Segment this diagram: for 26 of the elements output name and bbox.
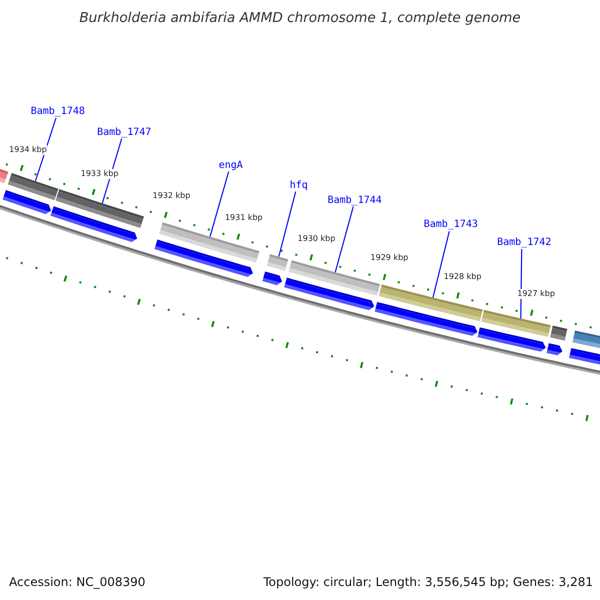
- footer-text: Topology: circular; Length: 3,556,545 bp; Genes: 3,281: [263, 575, 593, 589]
- gene-bar: [8, 173, 58, 200]
- gene-label: Bamb_1742: [497, 237, 552, 249]
- footer-text: Accession: NC_008390: [9, 575, 146, 589]
- gene-bar: [481, 310, 551, 337]
- gene-bar: [159, 222, 260, 263]
- leader-line: [210, 171, 230, 237]
- gene-label: Bamb_1743: [424, 219, 478, 232]
- gene-label: engA: [218, 160, 243, 172]
- scale-label: 1933 kbp: [80, 168, 118, 178]
- gene-bar: [288, 260, 380, 296]
- leader-line: [432, 231, 450, 298]
- gene-label: Bamb_1747: [97, 126, 152, 138]
- gene-bar: [266, 254, 288, 271]
- gene-bar: [56, 189, 144, 228]
- gene-label: Bamb_1744: [328, 194, 382, 206]
- diagram-title: Burkholderia ambifaria AMMD chromosome 1, complete genome: [79, 10, 521, 26]
- scale-label: 1930 kbp: [298, 234, 336, 244]
- scale-label: 1934 kbp: [9, 144, 47, 154]
- scale-label: 1932 kbp: [152, 191, 190, 202]
- gene-label: hfq: [290, 180, 308, 192]
- scale-label: 1929 kbp: [370, 253, 408, 264]
- gene-label: Bamb_1748: [30, 106, 85, 118]
- gene-bar: [378, 284, 483, 322]
- leader-line: [520, 249, 522, 318]
- leader-line: [278, 191, 296, 257]
